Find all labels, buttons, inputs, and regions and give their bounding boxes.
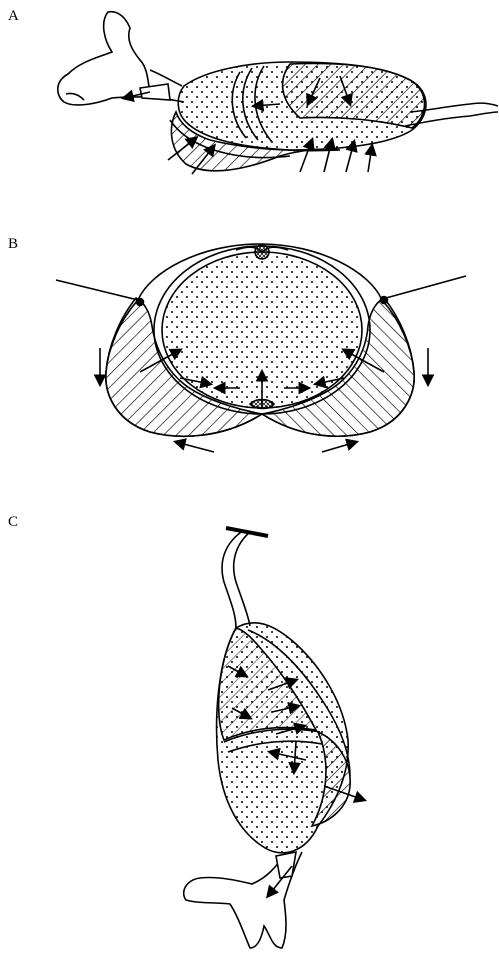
panel-c-drawing [184,528,364,948]
panel-a-head [58,12,150,105]
panel-a-tube [140,84,170,100]
panel-a-drawing [58,12,498,174]
panel-b-drawing [56,244,466,452]
panel-a-hatched-upper [283,64,425,128]
